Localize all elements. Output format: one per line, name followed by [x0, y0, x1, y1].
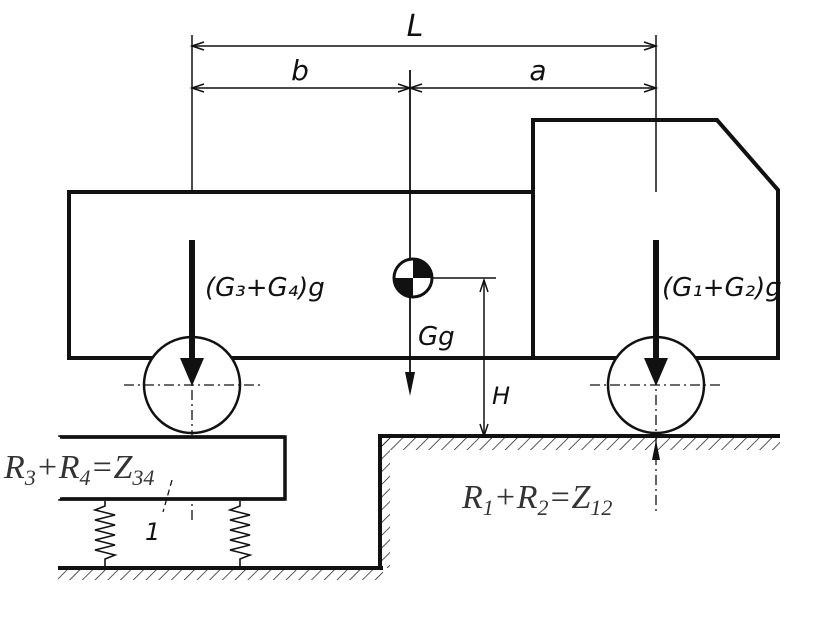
- a-label: a: [529, 54, 546, 87]
- front-reaction-formula: R1+R2=Z12: [461, 479, 612, 520]
- wheelbase-label: L: [407, 9, 424, 44]
- truck-body: [67, 118, 780, 360]
- center-of-gravity-icon: [392, 257, 434, 299]
- platform-number-label: 1: [145, 518, 160, 546]
- b-label: b: [291, 54, 309, 87]
- height-label: H: [492, 382, 510, 410]
- test-platform: [57, 435, 287, 501]
- rear-load-label: (G₃+G₄)g: [205, 273, 325, 303]
- front-load-arrow: [644, 240, 668, 386]
- dimension-lines: [189, 35, 659, 192]
- weight-arrow: [405, 70, 415, 396]
- ground: [378, 434, 780, 568]
- rear-load-arrow: [180, 240, 204, 386]
- spring-left-icon: [92, 501, 118, 566]
- cab-outline: [531, 118, 780, 360]
- platform-leader-line: [162, 479, 173, 513]
- pit-floor: [58, 566, 383, 580]
- rear-reaction-formula: R3+R4=Z34: [3, 449, 154, 490]
- spring-right-icon: [227, 501, 253, 566]
- front-load-label: (G₁+G₂)g: [662, 273, 782, 303]
- weight-label: Gg: [418, 322, 455, 352]
